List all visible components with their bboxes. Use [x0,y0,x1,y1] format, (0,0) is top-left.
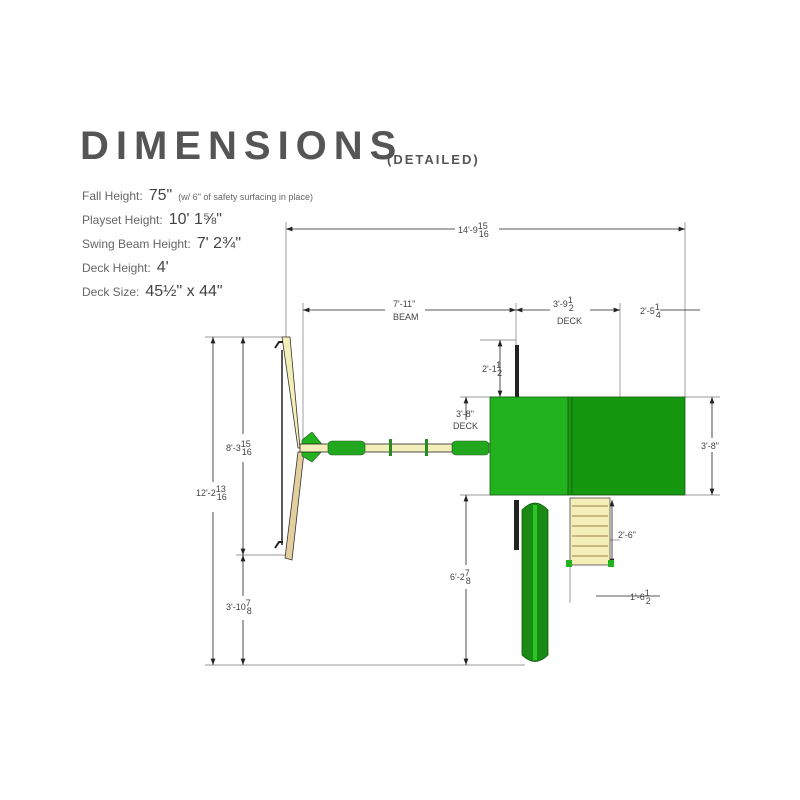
dim-deck-width-caption: DECK [557,316,582,326]
swing-hanger [425,439,428,456]
dim-deck-height-caption: DECK [453,421,478,431]
belt-swing [327,440,366,456]
outside-arrows [463,309,700,597]
spec-list: Fall Height: 75" (w/ 6" of safety surfacin… [82,186,313,306]
ladder [566,497,614,567]
swing-beam [299,439,497,456]
spec-label: Deck Size: [82,285,140,299]
spec-deck-height: Deck Height: 4' [82,258,313,282]
spec-value: 45½" x 44" [145,283,223,300]
page-subtitle: (DETAILED) [387,152,480,167]
deck-roof [489,345,686,496]
spec-note: (w/ 6" of safety surfacing in place) [178,192,313,202]
dim-deck-depth: 3'-8" [701,441,719,451]
dim-ladder-length: 2'-6" [618,530,636,540]
spec-label: Playset Height: [82,213,163,227]
spec-label: Swing Beam Height: [82,237,191,251]
page-title: DIMENSIONS [80,124,404,168]
spec-label: Fall Height: [82,189,143,203]
spec-value: 7' 2¾" [196,235,242,252]
spec-fall-height: Fall Height: 75" (w/ 6" of safety surfacin… [82,186,313,210]
spec-value: 10' 1⅝" [168,211,222,228]
spec-value: 75" [148,187,173,204]
dim-deck-height: 3'-8" [456,409,474,419]
spec-swing-beam-height: Swing Beam Height: 7' 2¾" [82,234,313,258]
dim-beam: 7'-11" [393,299,415,309]
spec-label: Deck Height: [82,261,151,275]
spec-value: 4' [156,259,169,276]
tube-slide [514,500,549,662]
spec-deck-size: Deck Size: 45½" x 44" [82,282,313,306]
label-backgrounds [205,221,726,620]
spec-playset-height: Playset Height: 10' 1⅝" [82,210,313,234]
swing-hanger [389,439,392,456]
dim-beam-caption: BEAM [393,312,419,322]
belt-swing [451,440,490,456]
